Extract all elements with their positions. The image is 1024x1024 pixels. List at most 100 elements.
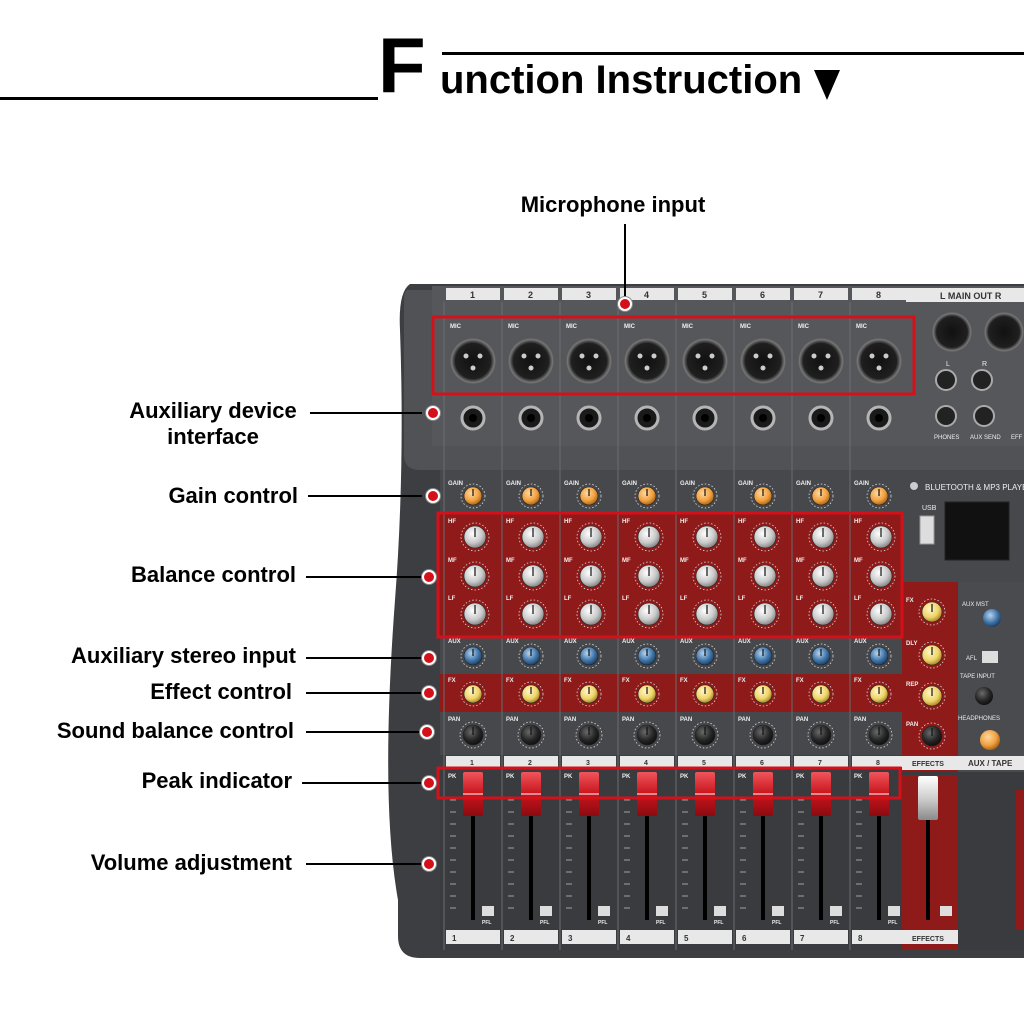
hf-label: HF <box>622 519 630 525</box>
peak-label: PK <box>622 774 631 780</box>
auxiliary-stereo-input-leader <box>306 657 422 659</box>
svg-text:L: L <box>946 361 950 368</box>
channel-number: 1 <box>470 760 474 767</box>
aux-knob <box>692 643 718 669</box>
fader-track <box>471 790 475 920</box>
auxiliary-device-marker <box>426 406 440 420</box>
svg-text:HEADPHONES: HEADPHONES <box>958 716 1000 722</box>
gain-label: GAIN <box>796 481 811 487</box>
pfl-label: PFL <box>888 920 897 926</box>
gain-knob <box>808 483 834 509</box>
fader-track <box>877 790 881 920</box>
xlr-pin <box>883 353 889 359</box>
peak-label: PK <box>854 774 863 780</box>
peak-label: PK <box>796 774 805 780</box>
channel-number-tab <box>446 288 500 300</box>
peak-indicator-leader <box>302 782 422 784</box>
line-jack-hole <box>469 414 477 422</box>
svg-text:R: R <box>982 361 987 368</box>
channel-number: 8 <box>858 934 863 943</box>
channel-number-tab <box>620 756 674 767</box>
fx-label: FX <box>680 678 688 684</box>
channel-number-tab <box>504 288 558 300</box>
channel-number-tab <box>504 756 558 767</box>
fx-knob <box>808 681 834 707</box>
channel-number-tab <box>678 288 732 300</box>
effects-knob-label: REP <box>906 682 918 688</box>
channel-number-tab <box>736 930 790 944</box>
channel-number: 2 <box>528 760 532 767</box>
effects-knob <box>918 722 946 750</box>
page-title: unction Instruction <box>440 58 803 102</box>
effects-knob-label: FX <box>906 598 914 604</box>
aux-label: AUX <box>622 639 635 645</box>
effects-knob <box>918 598 946 626</box>
fx-label: FX <box>854 678 862 684</box>
pan-label: PAN <box>506 717 518 723</box>
fader-track <box>819 790 823 920</box>
svg-text:EFF: EFF <box>1011 435 1023 441</box>
xlr-jack <box>624 338 670 384</box>
fader-track <box>703 790 707 920</box>
volume-adjustment-marker <box>422 857 436 871</box>
mf-knob <box>576 561 606 591</box>
svg-text:BLUETOOTH & MP3 PLAYE: BLUETOOTH & MP3 PLAYE <box>925 483 1024 492</box>
channel-number-tab <box>562 756 616 767</box>
fx-knob <box>576 681 602 707</box>
pan-knob <box>749 721 777 749</box>
channel-number-tab <box>852 930 906 944</box>
channel-number-tab <box>446 930 500 944</box>
svg-text:AUX MST: AUX MST <box>962 602 989 608</box>
pan-knob <box>517 721 545 749</box>
gain-label: GAIN <box>854 481 869 487</box>
effects-knob <box>918 682 946 710</box>
aux-label: AUX <box>738 639 751 645</box>
aux-knob <box>460 643 486 669</box>
hf-label: HF <box>448 519 456 525</box>
fx-knob <box>692 681 718 707</box>
channel-number: 5 <box>702 760 706 767</box>
peak-label: PK <box>680 774 689 780</box>
balance-control-marker <box>422 570 436 584</box>
channel-number: 6 <box>760 290 765 300</box>
effect-control-label: Effect control <box>150 679 292 704</box>
pan-label: PAN <box>622 717 634 723</box>
sound-balance-control-marker <box>420 725 434 739</box>
sound-balance-control-leader <box>306 731 420 733</box>
hf-knob <box>692 522 722 552</box>
balance-control-leader <box>306 576 422 578</box>
channel-number: 4 <box>644 760 648 767</box>
lf-knob <box>460 599 490 629</box>
volume-adjustment-label: Volume adjustment <box>90 850 292 875</box>
aux-label: AUX <box>448 639 461 645</box>
effects-fader-cap <box>918 776 938 820</box>
pfl-button <box>598 906 610 916</box>
line-jack-hole <box>527 414 535 422</box>
channel-number-tab <box>678 930 732 944</box>
pfl-label: PFL <box>772 920 781 926</box>
lf-label: LF <box>506 596 514 602</box>
lf-knob <box>866 599 896 629</box>
pan-label: PAN <box>738 717 750 723</box>
auxiliary-device-line2: interface <box>167 424 259 449</box>
gain-control-leader <box>308 495 422 497</box>
xlr-jack <box>566 338 612 384</box>
svg-text:L MAIN OUT R: L MAIN OUT R <box>940 291 1002 301</box>
auxiliary-device-line1: Auxiliary device <box>129 398 297 423</box>
microphone-input-marker <box>618 297 632 311</box>
line-jack-hole <box>585 414 593 422</box>
pan-knob <box>691 721 719 749</box>
fx-knob <box>750 681 776 707</box>
channel-number-tab <box>620 930 674 944</box>
xlr-pin <box>760 365 766 371</box>
gain-knob <box>750 483 776 509</box>
lf-knob <box>518 599 548 629</box>
line-jack-hole <box>701 414 709 422</box>
xlr-pin <box>644 365 650 371</box>
effects-tab <box>902 756 958 770</box>
mf-knob <box>460 561 490 591</box>
effects-fader-track <box>926 790 930 920</box>
pfl-button <box>830 906 842 916</box>
mic-label: MIC <box>682 324 694 330</box>
mic-label: MIC <box>740 324 752 330</box>
